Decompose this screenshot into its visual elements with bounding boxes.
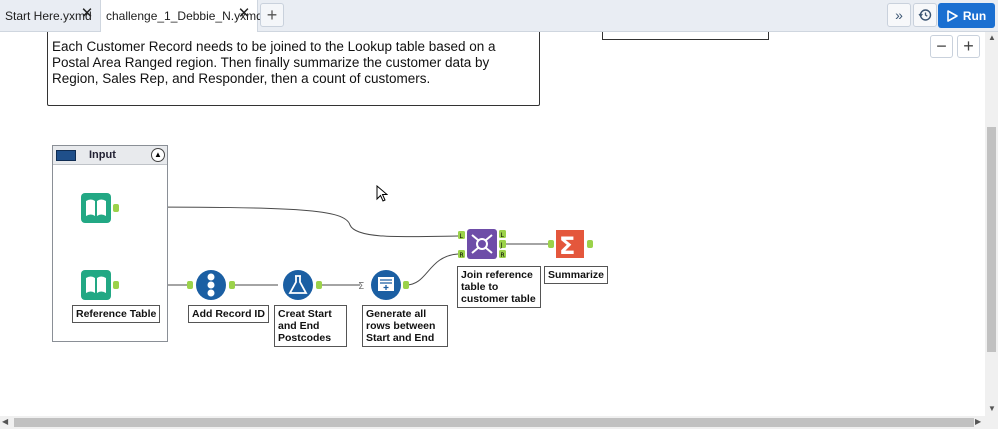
connection-input-join (117, 206, 459, 238)
double-chevron-right-icon: » (895, 7, 903, 23)
tool-label-create-postcodes[interactable]: Creat Start and End Postcodes (274, 305, 347, 347)
join-anchor-right: R (460, 252, 464, 259)
mouse-cursor-icon (376, 185, 388, 202)
vertical-scrollbar[interactable]: ▲ ▼ (985, 32, 998, 416)
tool-label-reference-table[interactable]: Reference Table (72, 305, 161, 323)
container-title: Input (89, 149, 116, 161)
comment-box-secondary[interactable] (602, 32, 769, 40)
generate-rows-tool[interactable]: Σ (358, 269, 410, 301)
run-label: Run (962, 8, 987, 23)
history-button[interactable] (913, 3, 937, 27)
join-tool[interactable]: L R L J R (458, 228, 510, 262)
close-icon[interactable]: ✕ (237, 5, 251, 22)
collapse-icon[interactable]: ▲ (151, 148, 165, 162)
close-icon[interactable]: ✕ (80, 5, 94, 22)
run-button[interactable]: Run (938, 3, 995, 28)
workflow-canvas[interactable]: y Each Customer Record needs to be joine… (0, 32, 985, 416)
output-anchor (113, 281, 119, 289)
tab-start-here[interactable]: Start Here.yxmd ✕ (0, 0, 100, 31)
horizontal-scroll-thumb[interactable] (14, 418, 974, 427)
tab-label: Start Here.yxmd (5, 8, 92, 23)
tab-challenge[interactable]: challenge_1_Debbie_N.yxmd ✕ (100, 0, 263, 32)
play-icon (947, 9, 958, 22)
svg-text:Σ: Σ (358, 281, 364, 292)
connections-layer (117, 206, 550, 286)
output-anchor (113, 204, 119, 212)
svg-text:Σ: Σ (559, 232, 575, 260)
zoom-out-button[interactable]: − (930, 35, 953, 58)
comment-box[interactable]: y Each Customer Record needs to be joine… (47, 32, 540, 106)
tab-bar: Start Here.yxmd ✕ challenge_1_Debbie_N.y… (0, 0, 998, 32)
join-anchor-out-left: L (501, 232, 505, 239)
reference-input-tool[interactable] (80, 269, 122, 301)
tool-label-add-record-id[interactable]: Add Record ID (188, 305, 269, 323)
tool-label-generate-rows[interactable]: Generate all rows between Start and End (362, 305, 448, 347)
join-anchor-out-join: J (500, 242, 503, 249)
horizontal-scrollbar[interactable]: ◀ ▶ (0, 416, 998, 429)
connection-generate-join (405, 253, 459, 286)
overflow-button[interactable]: » (887, 3, 911, 27)
tab-label: challenge_1_Debbie_N.yxmd (106, 9, 263, 23)
formula-tool[interactable] (276, 269, 324, 301)
record-id-tool[interactable] (187, 269, 239, 301)
zoom-in-button[interactable]: + (957, 35, 980, 58)
container-icon (56, 150, 76, 161)
history-icon (918, 9, 932, 21)
vertical-scroll-thumb[interactable] (987, 127, 996, 352)
scroll-up-icon[interactable]: ▲ (988, 33, 996, 42)
tool-label-summarize[interactable]: Summarize (544, 266, 609, 284)
scroll-left-icon[interactable]: ◀ (2, 417, 9, 426)
tool-label-join[interactable]: Join reference table to customer table (457, 266, 541, 308)
comment-text: Each Customer Record needs to be joined … (52, 39, 496, 86)
new-tab-button[interactable]: + (260, 3, 284, 27)
scroll-right-icon[interactable]: ▶ (975, 417, 982, 426)
join-anchor-left: L (460, 233, 464, 240)
scroll-down-icon[interactable]: ▼ (988, 404, 996, 413)
join-anchor-out-right: R (501, 252, 505, 259)
input-data-tool[interactable] (80, 192, 122, 224)
summarize-tool[interactable]: Σ (548, 228, 596, 262)
container-header[interactable]: Input ▲ (53, 146, 167, 165)
